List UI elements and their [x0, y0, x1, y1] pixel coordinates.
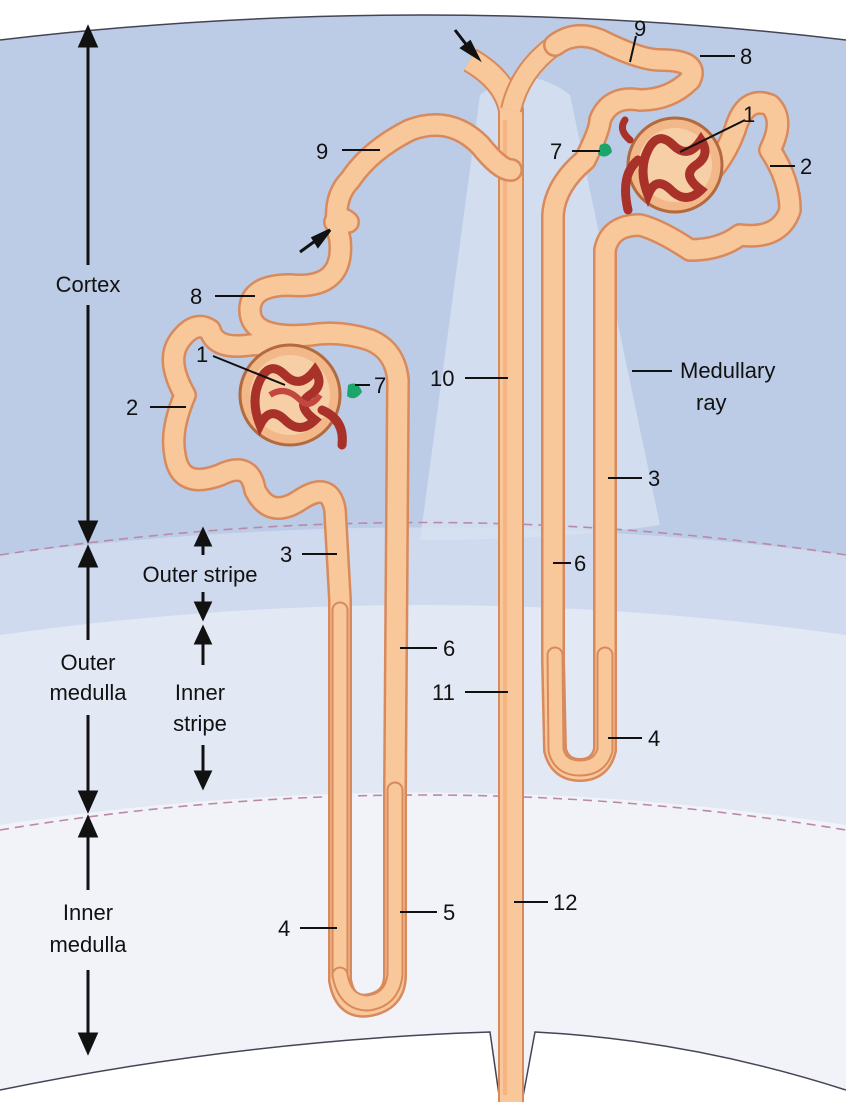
right-label-8: 8 — [740, 44, 752, 69]
inner-medulla-label-1: Inner — [63, 900, 113, 925]
left-label-5: 5 — [443, 900, 455, 925]
left-label-3: 3 — [280, 542, 292, 567]
left-label-4: 4 — [278, 916, 290, 941]
left-label-2: 2 — [126, 395, 138, 420]
cortex-label: Cortex — [56, 272, 121, 297]
left-label-1: 1 — [196, 342, 208, 367]
inner-stripe-label-1: Inner — [175, 680, 225, 705]
cortex-zone — [0, 0, 846, 560]
inner-stripe-label-2: stripe — [173, 711, 227, 736]
right-label-3: 3 — [648, 466, 660, 491]
right-label-4: 4 — [648, 726, 660, 751]
right-label-9: 9 — [634, 16, 646, 41]
medullary-ray-label-1: Medullary — [680, 358, 775, 383]
right-label-1: 1 — [743, 102, 755, 127]
left-label-8: 8 — [190, 284, 202, 309]
duct-label-12: 12 — [553, 890, 577, 915]
right-label-7: 7 — [550, 139, 562, 164]
inner-medulla-label-2: medulla — [49, 932, 127, 957]
right-label-6: 6 — [574, 551, 586, 576]
right-label-2: 2 — [800, 154, 812, 179]
left-glomerulus — [240, 345, 342, 445]
left-label-6: 6 — [443, 636, 455, 661]
left-label-9: 9 — [316, 139, 328, 164]
outer-medulla-label-1: Outer — [60, 650, 115, 675]
medullary-ray-label-2: ray — [696, 390, 727, 415]
duct-label-10: 10 — [430, 366, 454, 391]
left-label-7: 7 — [374, 373, 386, 398]
outer-medulla-label-2: medulla — [49, 680, 127, 705]
duct-label-11: 11 — [432, 680, 455, 705]
outer-stripe-label: Outer stripe — [143, 562, 258, 587]
